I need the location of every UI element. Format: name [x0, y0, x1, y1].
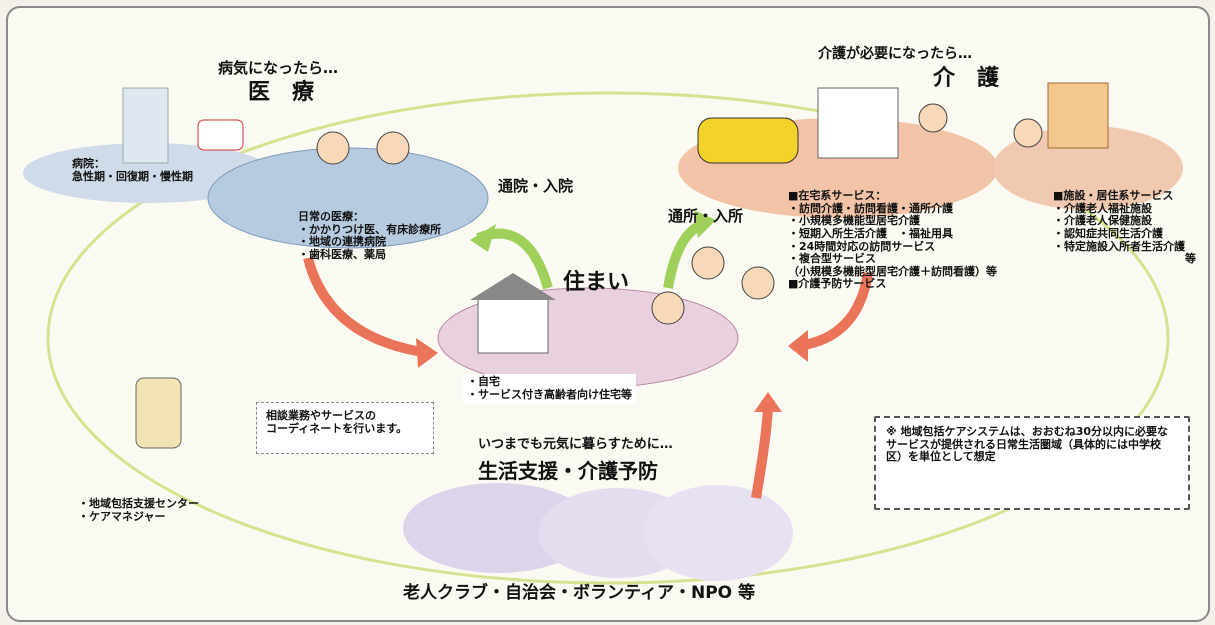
house-icon — [477, 297, 549, 354]
group-home-icon — [1047, 82, 1109, 149]
lifesupport-bottom: 老人クラブ・自治会・ボランティア・NPO 等 — [403, 583, 756, 603]
ambulance — [197, 119, 244, 151]
caregiver-icon — [918, 103, 948, 133]
care-van-icon — [697, 117, 799, 164]
visit-hospital-label: 通院・入院 — [498, 177, 574, 195]
care-cloud-right — [993, 126, 1183, 210]
family-icon — [651, 291, 685, 325]
coordinator-callout-text: 相談業務やサービスの コーディネートを行います。 — [266, 409, 408, 435]
care-facility-icon — [817, 87, 899, 159]
system-note-box — [874, 416, 1190, 510]
facility-services: ■施設・居住系サービス ・介護老人福祉施設 ・介護老人保健施設 ・認知症共同生活… — [1053, 189, 1196, 266]
system-note: ※ 地域包括ケアシステムは、おおむね30分以内に必要なサービスが提供される日常生… — [886, 425, 1169, 464]
diagram-frame: 病気になったら… 医 療 病院： 急性期・回復期・慢性期 日常の医療： ・かかり… — [6, 6, 1210, 622]
medical-title: 医 療 — [248, 80, 315, 105]
home-services: ■在宅系サービス： ・訪問介護・訪問看護・通所介護 ・小規模多機能型居宅介護 ・… — [788, 189, 997, 291]
nurse-icon — [376, 131, 410, 165]
lifesupport-title: 生活支援・介護予防 — [478, 459, 658, 483]
elder-icon-2 — [741, 266, 775, 300]
care-manager-icon — [135, 377, 182, 449]
care-subtitle: 介護が必要になったら… — [818, 46, 972, 62]
diagram-background — [23, 82, 1183, 585]
visit-care-label: 通所・入所 — [668, 207, 744, 225]
hospital-building — [122, 87, 169, 164]
daily-medical-label: 日常の医療： ・かかりつけ医、有床診療所 ・地域の連携病院 ・歯科医療、薬局 — [298, 210, 442, 261]
coordinator-label: ・地域包括支援センター ・ケアマネジャー — [78, 497, 199, 523]
lifesupport-lead: いつまでも元気に暮らすために… — [478, 437, 673, 452]
outer-ring — [46, 91, 1170, 585]
life-cloud-3 — [643, 485, 793, 581]
arrow-medical-to-home — [303, 256, 429, 358]
wheelchair-icon — [1013, 118, 1043, 148]
medical-subtitle: 病気になったら… — [218, 59, 339, 77]
hospital-label: 病院： 急性期・回復期・慢性期 — [72, 157, 193, 183]
housing-items: ・自宅 ・サービス付き高齢者向け住宅等 — [463, 374, 636, 404]
arrow-life-to-home — [751, 402, 773, 499]
housing-title: 住まい — [563, 270, 630, 295]
coordinator-callout — [256, 402, 434, 454]
elder-icon-1 — [691, 246, 725, 280]
arrow-care-to-home — [797, 272, 873, 351]
doctor-icon — [316, 131, 350, 165]
care-title: 介 護 — [933, 66, 1000, 91]
